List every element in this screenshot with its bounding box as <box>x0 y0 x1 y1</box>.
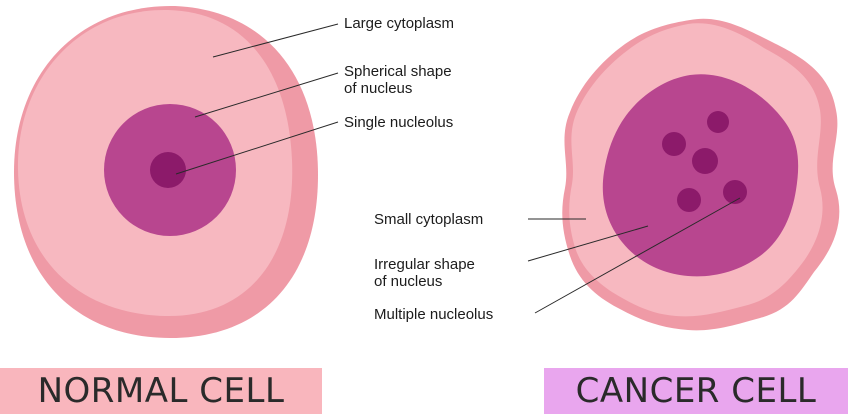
cancer-cell-nucleolus-5 <box>677 188 701 212</box>
cancer-cell-nucleolus-2 <box>662 132 686 156</box>
cancer-cell-nucleolus-3 <box>692 148 718 174</box>
label-spherical-nucleus: Spherical shape of nucleus <box>344 63 452 97</box>
label-single-nucleolus: Single nucleolus <box>344 114 453 131</box>
label-irregular-nucleus: Irregular shape of nucleus <box>374 256 475 290</box>
normal-cell <box>14 6 318 338</box>
cancer-cell <box>562 19 839 331</box>
cancer-cell-nucleolus-1 <box>707 111 729 133</box>
cancer-cell-banner: CANCER CELL <box>544 368 848 414</box>
normal-cell-nucleolus <box>150 152 186 188</box>
normal-cell-banner: NORMAL CELL <box>0 368 322 414</box>
label-small-cytoplasm: Small cytoplasm <box>374 211 483 228</box>
label-multiple-nucleolus: Multiple nucleolus <box>374 306 493 323</box>
label-large-cytoplasm: Large cytoplasm <box>344 15 454 32</box>
